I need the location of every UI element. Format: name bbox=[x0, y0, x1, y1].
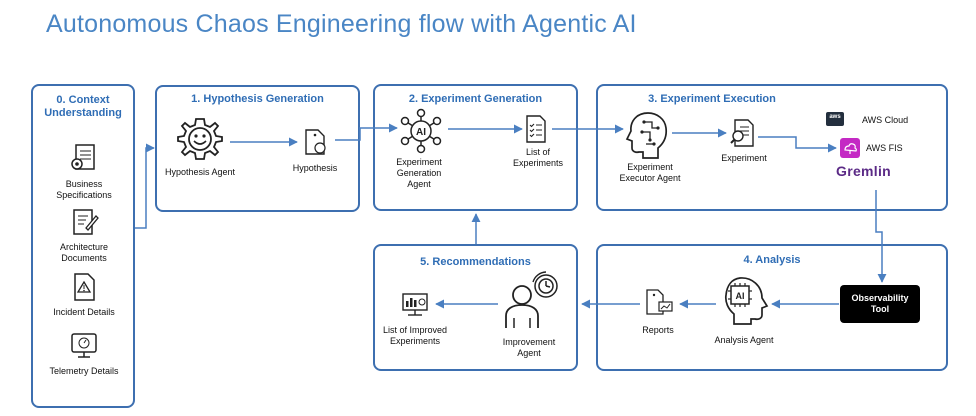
improved-experiments-label: List of Improved Experiments bbox=[382, 325, 448, 346]
ai-network-icon: AI bbox=[400, 108, 442, 154]
experiment-output-label: Experiment bbox=[721, 153, 767, 163]
panel-experiment-generation: 2. Experiment Generation bbox=[373, 84, 578, 211]
svg-text:AI: AI bbox=[736, 291, 745, 301]
ai-head-chip-icon: AI bbox=[724, 277, 769, 325]
dashboard-monitor-icon bbox=[402, 293, 428, 316]
person-clock-icon bbox=[505, 271, 558, 328]
monitor-gauge-icon bbox=[71, 333, 97, 358]
panel-title: 2. Experiment Generation bbox=[408, 93, 543, 105]
aws-logo-icon: aws bbox=[826, 112, 844, 126]
analysis-agent-label: Analysis Agent bbox=[714, 335, 774, 345]
blueprint-document-icon bbox=[73, 209, 99, 235]
hypothesis-output-label: Hypothesis bbox=[292, 163, 338, 173]
context-item-incident: Incident Details bbox=[53, 307, 115, 317]
improvement-agent-label: Improvement Agent bbox=[502, 337, 556, 358]
panel-title: 4. Analysis bbox=[743, 254, 801, 266]
gear-smiley-icon bbox=[177, 118, 223, 160]
panel-title: 5. Recommendations bbox=[420, 256, 531, 268]
context-item-telemetry: Telemetry Details bbox=[49, 366, 119, 376]
aws-fis-icon bbox=[840, 138, 860, 158]
reports-output-label: Reports bbox=[642, 325, 674, 335]
report-document-icon bbox=[646, 289, 673, 315]
experiment-executor-agent-label: Experiment Executor Agent bbox=[619, 162, 681, 183]
panel-title: 0. Context Understanding bbox=[44, 94, 122, 119]
document-gear-icon bbox=[71, 144, 95, 170]
warning-document-icon bbox=[74, 273, 95, 301]
panel-title: 1. Hypothesis Generation bbox=[191, 93, 324, 105]
diagram-title: Autonomous Chaos Engineering flow with A… bbox=[46, 10, 637, 38]
context-item-business: Business Specifications bbox=[56, 179, 112, 200]
observability-tool-box: Observability Tool bbox=[840, 285, 920, 323]
panel-title: 3. Experiment Execution bbox=[648, 93, 776, 105]
list-of-experiments-label: List of Experiments bbox=[512, 147, 564, 168]
aws-cloud-label: AWS Cloud bbox=[862, 115, 909, 125]
ai-head-circuit-icon bbox=[625, 112, 668, 159]
context-item-architecture: Architecture Documents bbox=[59, 242, 109, 263]
checklist-icon bbox=[526, 115, 546, 143]
aws-fis-label: AWS FIS bbox=[866, 143, 903, 153]
arrow-context-to-hypothesis bbox=[135, 143, 155, 229]
hypothesis-agent-label: Hypothesis Agent bbox=[164, 167, 236, 177]
svg-text:AI: AI bbox=[416, 127, 426, 138]
document-magnifier-icon bbox=[730, 119, 754, 147]
gremlin-logo: Gremlin bbox=[836, 163, 892, 179]
document-bulb-icon bbox=[305, 129, 326, 155]
experiment-generation-agent-label: Experiment Generation Agent bbox=[396, 157, 442, 189]
panel-context-understanding: 0. Context Understanding bbox=[31, 84, 135, 408]
